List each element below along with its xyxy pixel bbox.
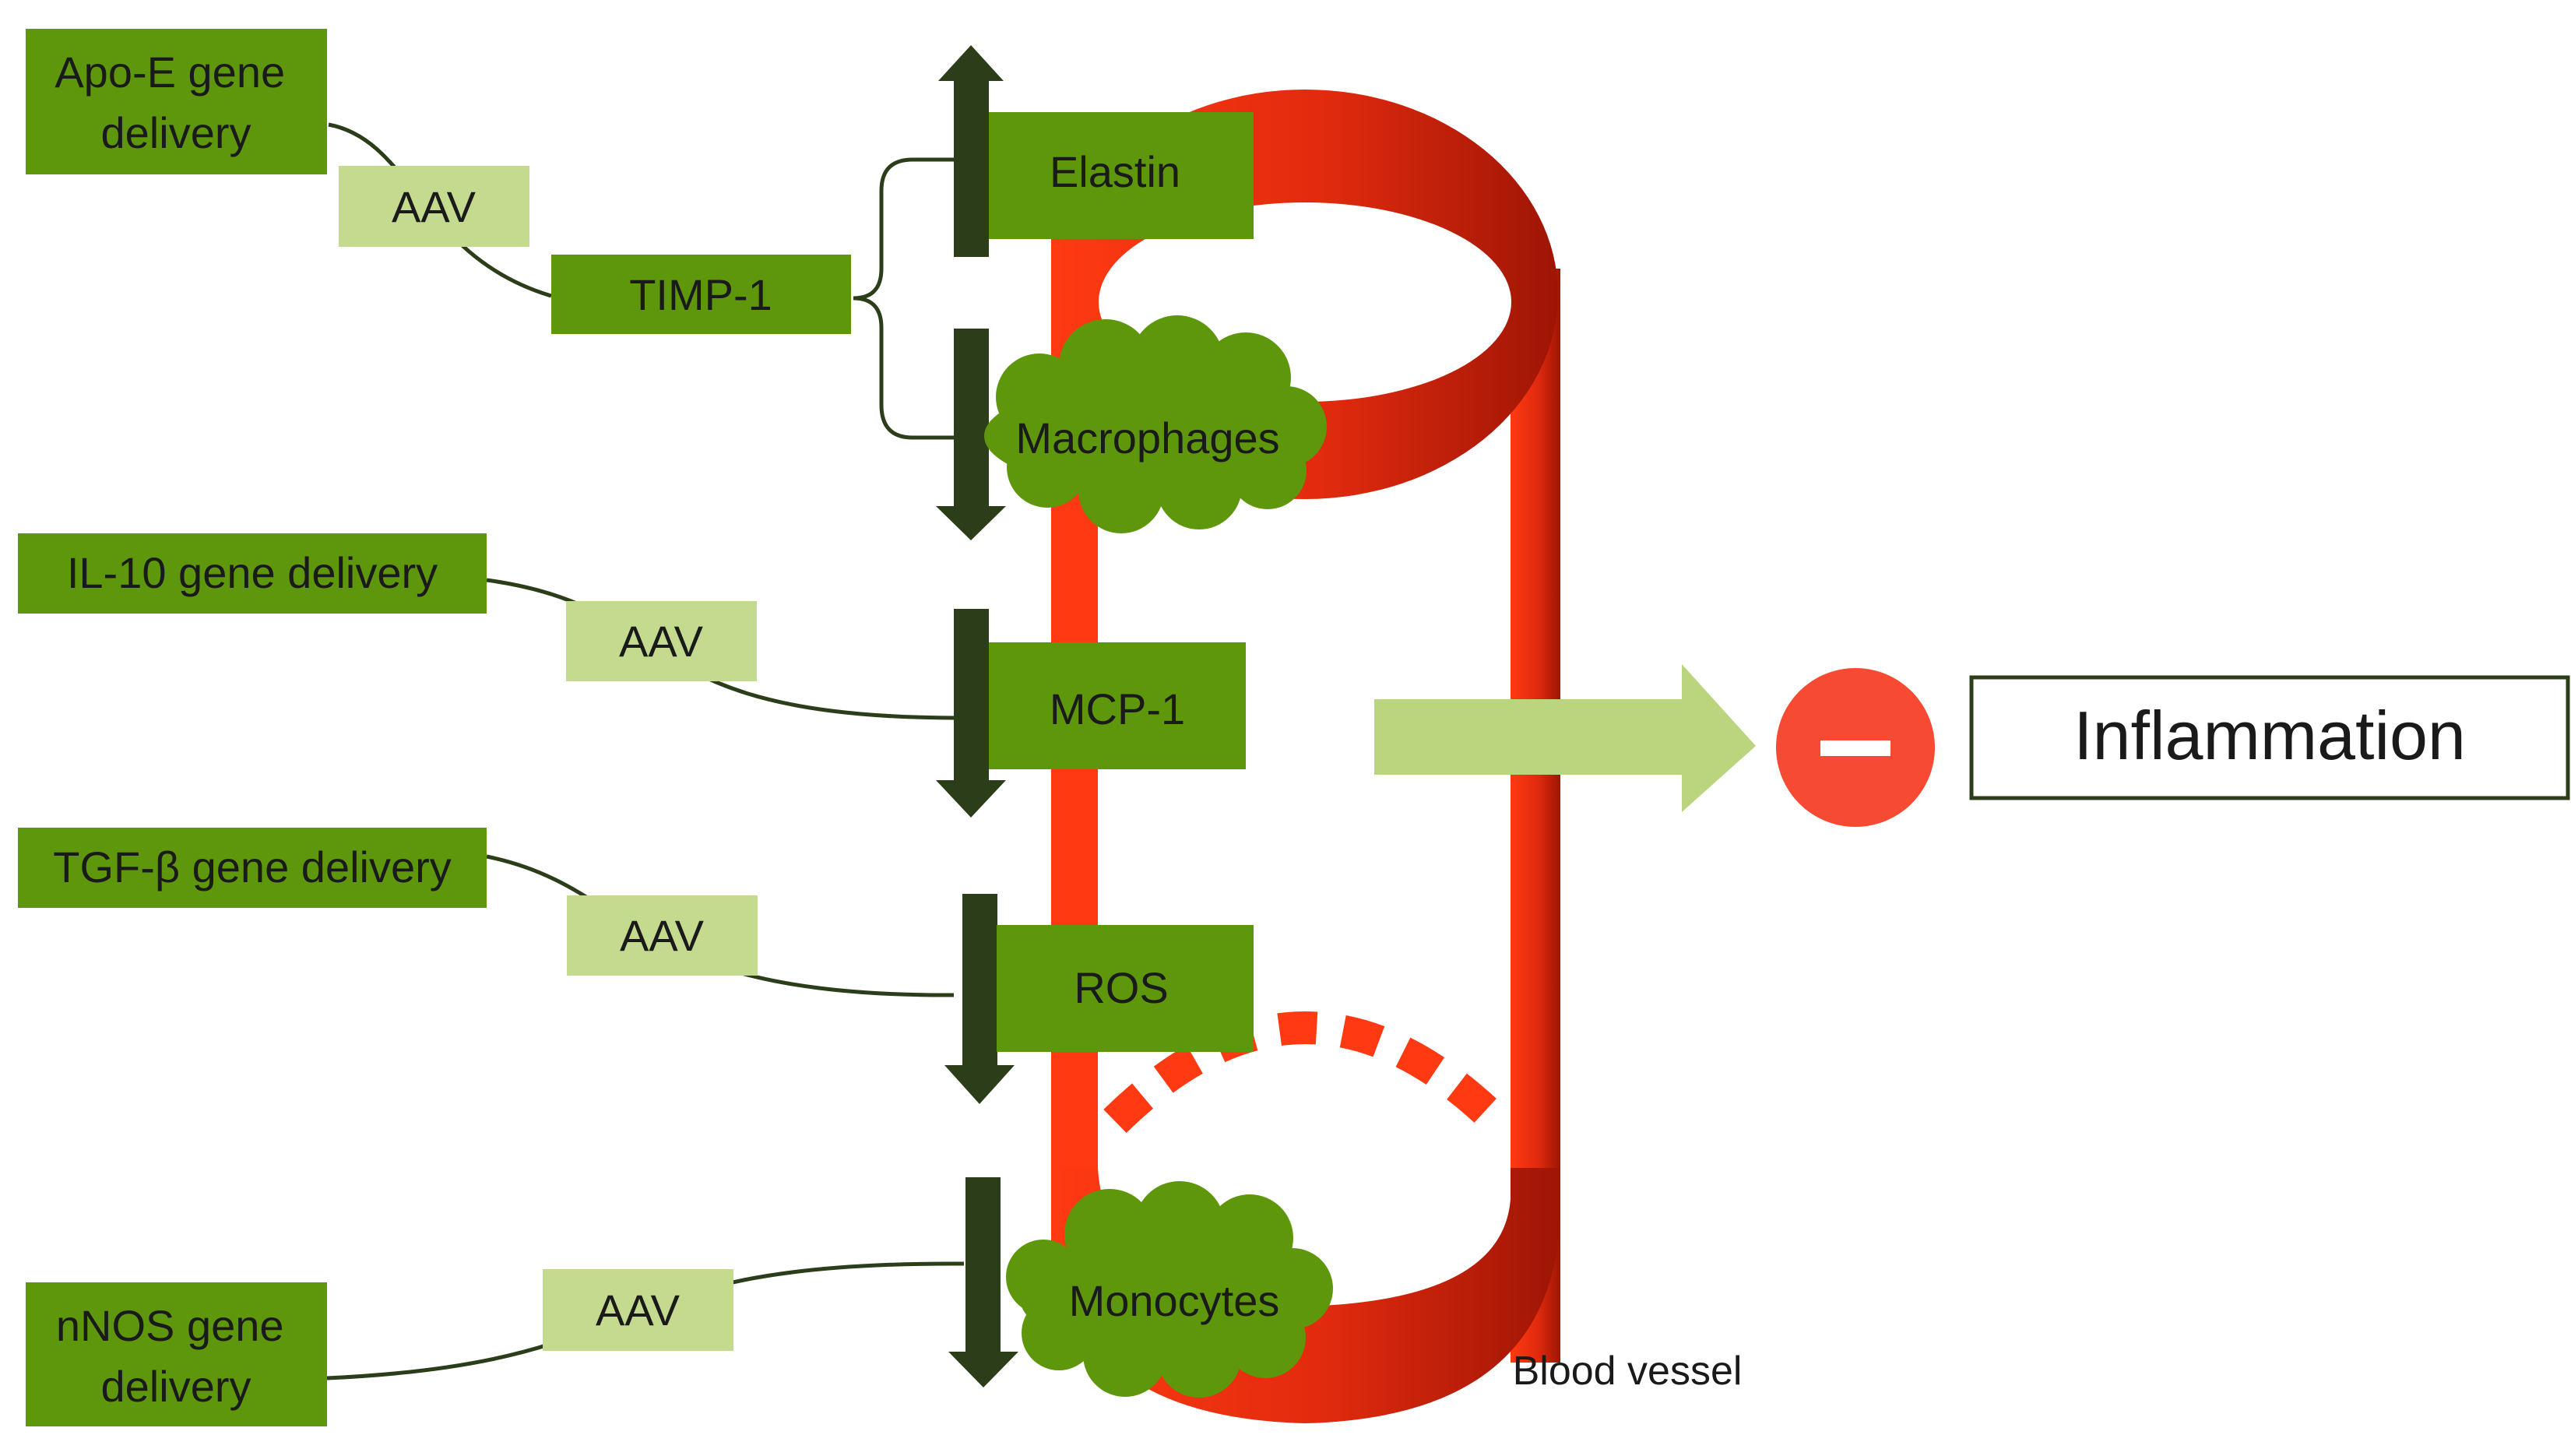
- elastin-label: Elastin: [1050, 147, 1180, 196]
- elastin-updown-arrow-icon: [938, 45, 1004, 257]
- il10-box: [18, 533, 487, 614]
- timp1: TIMP-1: [551, 255, 851, 334]
- timp1-label: TIMP-1: [629, 270, 772, 319]
- target-mcp1: MCP-1: [989, 642, 1246, 769]
- mcp1-down-arrow-icon: [936, 609, 1006, 818]
- timp1-box: [551, 255, 851, 334]
- inflammation-label: Inflammation: [2073, 697, 2466, 774]
- ros-label: ROS: [1074, 963, 1168, 1012]
- target-monocytes: Monocytes: [1006, 1181, 1333, 1398]
- monocytes-cloud: [1006, 1181, 1333, 1398]
- inhibition-minus-icon: [1776, 668, 1935, 827]
- nnos-gene-delivery: nNOS gene delivery: [26, 1282, 327, 1426]
- monocytes-down-arrow-icon: [948, 1177, 1018, 1387]
- tgfb-box: [18, 828, 487, 908]
- aav-1-box: [339, 166, 529, 247]
- aav-4-label: AAV: [596, 1285, 681, 1335]
- macrophages-down-arrow-icon: [936, 329, 1006, 540]
- nnos-label: nNOS gene delivery: [56, 1301, 296, 1411]
- inflammation-outcome: Inflammation: [1969, 675, 2570, 800]
- il10-gene-delivery: IL-10 gene delivery: [18, 533, 487, 614]
- il10-label: IL-10 gene delivery: [67, 548, 438, 597]
- aav-3-label: AAV: [620, 911, 705, 960]
- aav-1-label: AAV: [392, 182, 477, 231]
- elastin-box: [989, 112, 1254, 239]
- effect-arrows: [936, 45, 1018, 1387]
- aav-1: AAV: [339, 166, 529, 247]
- inflammation-box: [1969, 675, 2570, 800]
- apoe-gene-delivery: Apo-E gene delivery: [26, 29, 327, 174]
- target-elastin: Elastin: [989, 112, 1254, 239]
- apoe-label: Apo-E gene delivery: [55, 47, 297, 157]
- aav-2: AAV: [566, 601, 757, 681]
- tgfb-label: TGF-β gene delivery: [53, 842, 452, 892]
- mcp1-box: [989, 642, 1246, 769]
- result-arrow-icon: [1374, 664, 1756, 812]
- aav-4: AAV: [543, 1269, 733, 1351]
- ros-box: [997, 925, 1254, 1052]
- aav-4-box: [543, 1269, 733, 1351]
- aav-3: AAV: [567, 895, 758, 976]
- aav-2-box: [566, 601, 757, 681]
- macrophages-label: Macrophages: [1015, 413, 1279, 462]
- aav-3-box: [567, 895, 758, 976]
- tgfb-gene-delivery: TGF-β gene delivery: [18, 828, 487, 908]
- target-ros: ROS: [997, 925, 1254, 1052]
- vessel-dashed-back-edge: [1103, 1011, 1508, 1134]
- inhibition-bar: [1820, 740, 1890, 756]
- mcp1-label: MCP-1: [1050, 684, 1185, 733]
- monocytes-label: Monocytes: [1069, 1276, 1280, 1325]
- aav-2-label: AAV: [619, 617, 704, 666]
- target-macrophages: Macrophages: [984, 315, 1327, 533]
- macrophages-cloud: [984, 315, 1327, 533]
- nnos-box: [26, 1282, 327, 1426]
- timp1-bracket: [853, 157, 954, 440]
- ros-down-arrow-icon: [944, 894, 1015, 1104]
- apoe-box: [26, 29, 327, 174]
- blood-vessel-label: Blood vessel: [1513, 1349, 1743, 1394]
